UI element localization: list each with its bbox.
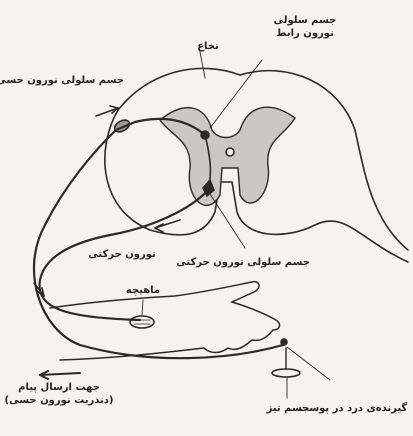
label-signal-direction-line1: جهت ارسال پیام: [4, 381, 114, 394]
pain-receptor: [281, 339, 287, 345]
muscle: [130, 316, 154, 328]
leader-muscle: [142, 300, 143, 315]
label-signal-direction: جهت ارسال پیام (دندریت نورون حسی): [4, 381, 114, 407]
label-motor-neuron: نورون حرکتی: [82, 248, 162, 261]
arrow-dendrite: [40, 373, 80, 375]
central-canal: [226, 148, 234, 156]
label-interneuron-line1: جسم سلولی: [270, 14, 340, 27]
label-pain-receptor: گیرنده‌ی درد در پوست: [298, 402, 408, 415]
label-sensory-cell-body: جسم سلولی نورون حسی: [4, 74, 124, 87]
pin-head: [272, 369, 300, 377]
label-interneuron: جسم سلولی نورون رابط: [270, 14, 340, 40]
label-spinal-cord: نخاع: [188, 40, 228, 53]
leader-spinal-cord: [200, 52, 205, 78]
label-signal-direction-line2: (دندریت نورون حسی): [4, 394, 114, 407]
leader-motor-body: [210, 194, 245, 248]
label-interneuron-line2: نورون رابط: [270, 27, 340, 40]
label-motor-cell-body: جسم سلولی نورون حرکتی: [180, 256, 310, 269]
label-muscle: ماهیچه: [118, 284, 168, 297]
